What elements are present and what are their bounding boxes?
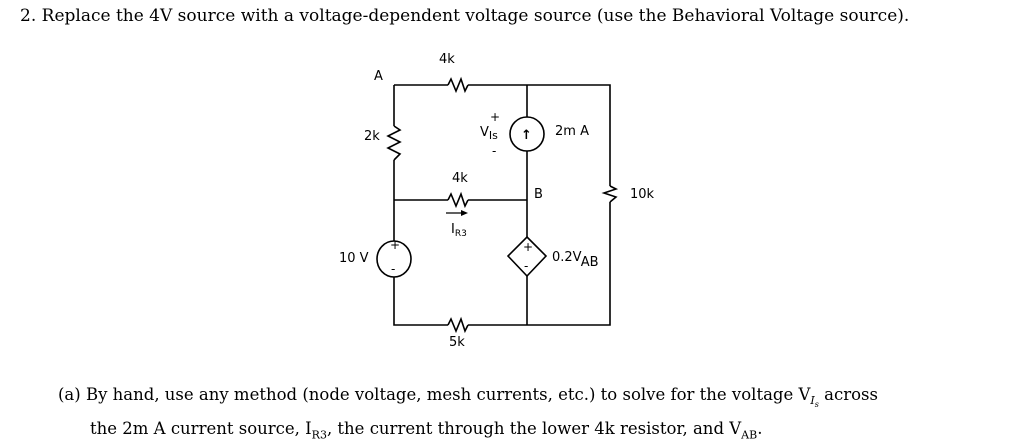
question-title: 2. Replace the 4V source with a voltage-…	[20, 6, 909, 26]
resistor-left-2k	[386, 125, 402, 161]
resistor-mid-4k	[447, 191, 469, 209]
ir3-subscript: R3	[455, 229, 467, 239]
voltage-source-10v	[376, 240, 412, 278]
resistor-top-label: 4k	[439, 52, 455, 67]
part-a-line2: the 2m A current source, IR3, the curren…	[90, 419, 763, 442]
wire-top-right	[468, 84, 611, 186]
dep-source-value: 0.2V	[552, 250, 582, 265]
part-a-line1: By hand, use any method (node voltage, m…	[85, 385, 811, 404]
resistor-top-4k	[447, 76, 469, 94]
source-10v-plus: +	[390, 238, 400, 252]
vis-minus: -	[492, 144, 496, 158]
dep-source-minus: -	[524, 259, 528, 273]
wire-bottom-right	[468, 202, 611, 326]
resistor-right-label: 10k	[630, 187, 655, 202]
wire-left-lower	[393, 277, 448, 326]
vis-main: V	[480, 125, 489, 140]
ir3-arrow-head	[461, 210, 468, 216]
dep-source-label: 0.2VAB	[552, 250, 599, 270]
node-a-label: A	[374, 69, 383, 84]
resistor-right-10k	[601, 185, 619, 203]
current-source-2ma	[509, 116, 545, 152]
dep-source-plus: +	[523, 240, 533, 254]
current-source-label: 2m A	[555, 124, 589, 139]
resistor-left-label: 2k	[364, 129, 380, 144]
part-a-line1-end: across	[818, 385, 878, 404]
vis-subscript: Is	[489, 129, 498, 142]
ir3-main: I	[451, 222, 455, 237]
resistor-bottom-5k	[447, 316, 469, 334]
resistor-mid-label: 4k	[452, 171, 468, 186]
part-a-label: (a)	[58, 385, 81, 404]
question-text: Replace the 4V source with a voltage-dep…	[41, 6, 910, 26]
question-number: 2.	[20, 6, 37, 26]
ir3-label: IR3	[451, 222, 467, 239]
source-10v-minus: -	[391, 262, 395, 276]
part-a-sub1: Is	[810, 394, 819, 410]
circuit-diagram: + - ↑ + - 4k A 2k 4k 5k 10k B 10 V 2m A …	[339, 52, 655, 350]
dep-source-subscript: AB	[581, 255, 599, 270]
source-10v-label: 10 V	[339, 251, 369, 266]
node-b-label: B	[534, 187, 543, 202]
vis-label: VIs	[480, 125, 498, 142]
resistor-bottom-label: 5k	[449, 335, 465, 350]
vis-plus: +	[490, 110, 500, 124]
arrow-up-icon: ↑	[521, 128, 532, 143]
dependent-voltage-source	[506, 235, 548, 278]
question-part-a: (a) By hand, use any method (node voltag…	[58, 383, 998, 448]
